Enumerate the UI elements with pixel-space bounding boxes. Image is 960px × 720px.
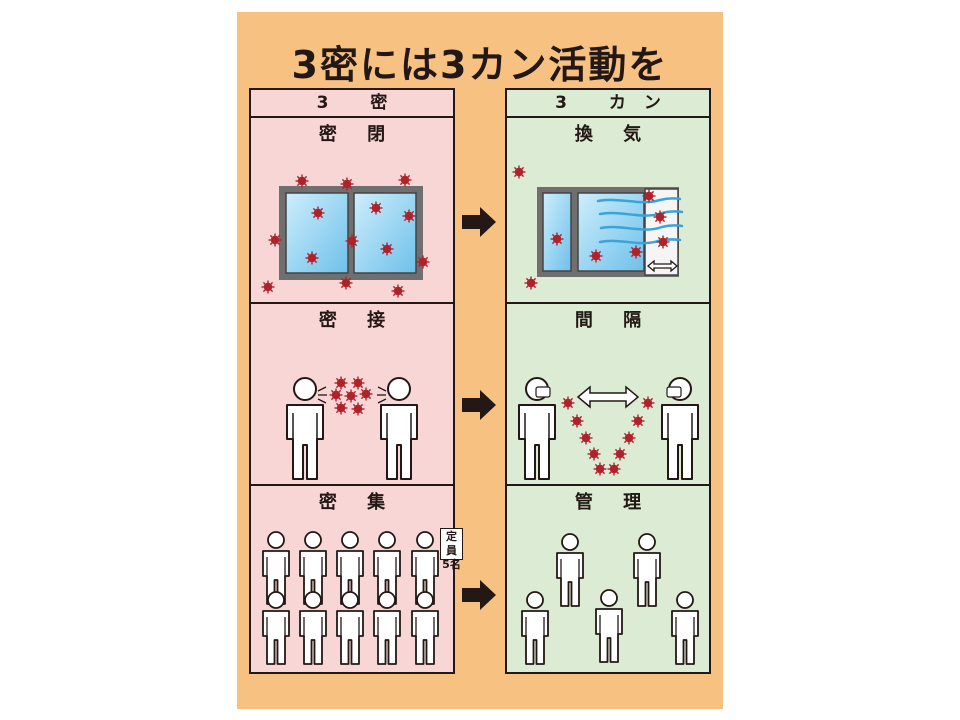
capacity-sign-line1: 定員 — [446, 530, 457, 557]
section-divider — [507, 484, 709, 486]
window-icon — [537, 187, 679, 277]
right-arrow-icon — [462, 207, 496, 237]
section-label-distance: 間 隔 — [574, 310, 654, 331]
section-label-ventilation: 換 気 — [574, 124, 654, 145]
crowd — [262, 531, 439, 665]
right-arrow-icon — [462, 390, 496, 420]
person-icon — [286, 377, 324, 480]
section-label-close-contact: 密 接 — [318, 310, 398, 331]
panel-header-3mitsu: 3 密 — [251, 90, 453, 118]
capacity-sign: 定員 5名 — [440, 528, 463, 571]
section-divider — [251, 302, 453, 304]
section-label-crowded: 密 集 — [318, 492, 398, 513]
speech-lines — [317, 386, 387, 404]
double-arrow-icon — [646, 259, 679, 273]
section-divider — [507, 302, 709, 304]
right-arrow-icon — [462, 580, 496, 610]
poster-title: 3密には3カン活動を — [291, 43, 669, 87]
section-label-closed: 密 閉 — [318, 124, 398, 145]
virus-icon — [560, 395, 656, 477]
mask-icon — [535, 386, 682, 398]
section-divider — [251, 484, 453, 486]
capacity-sign-line2: 5名 — [442, 558, 461, 571]
person-icon — [380, 377, 418, 480]
virus-icon — [328, 375, 374, 417]
airflow-icon — [596, 197, 684, 245]
section-label-management: 管 理 — [574, 492, 654, 513]
spaced-people — [521, 533, 699, 665]
panel-header-3kan: 3 カン — [507, 90, 709, 118]
window-icon — [279, 186, 423, 280]
double-arrow-icon — [576, 385, 640, 409]
